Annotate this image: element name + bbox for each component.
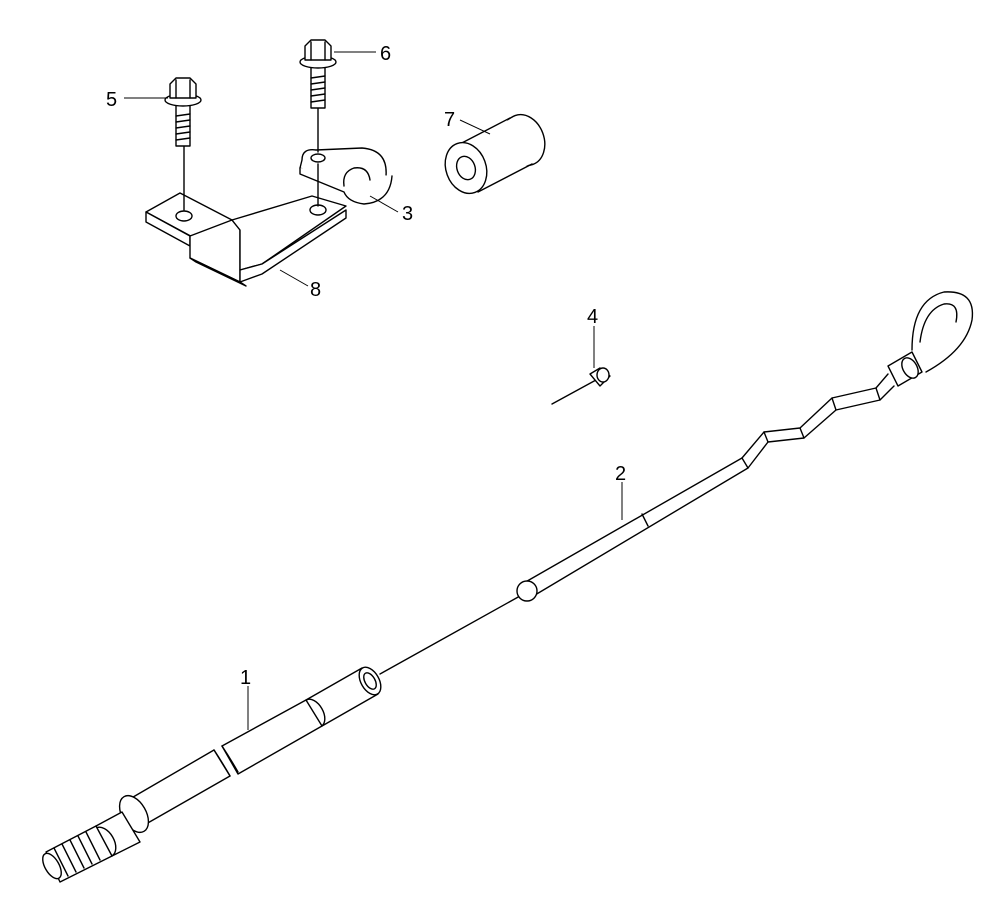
part-4-cap bbox=[551, 367, 611, 405]
callout-4: 4 bbox=[587, 306, 598, 328]
part-8-bracket bbox=[145, 192, 347, 287]
part-7-grommet bbox=[444, 113, 546, 195]
leader-lines bbox=[124, 51, 623, 730]
part-5-bolt bbox=[164, 77, 202, 211]
part-2-dipstick bbox=[379, 291, 974, 675]
callout-6: 6 bbox=[380, 43, 391, 65]
part-3-clamp bbox=[299, 147, 393, 205]
callout-8: 8 bbox=[310, 279, 321, 301]
part-6-bolt bbox=[299, 39, 337, 207]
callout-3: 3 bbox=[402, 203, 413, 225]
callout-7: 7 bbox=[444, 109, 455, 131]
part-1-tube bbox=[42, 666, 382, 883]
callout-5: 5 bbox=[106, 89, 117, 111]
callout-2: 2 bbox=[615, 463, 626, 485]
callouts: 1 2 3 4 5 6 7 8 bbox=[106, 43, 626, 689]
callout-1: 1 bbox=[240, 667, 251, 689]
